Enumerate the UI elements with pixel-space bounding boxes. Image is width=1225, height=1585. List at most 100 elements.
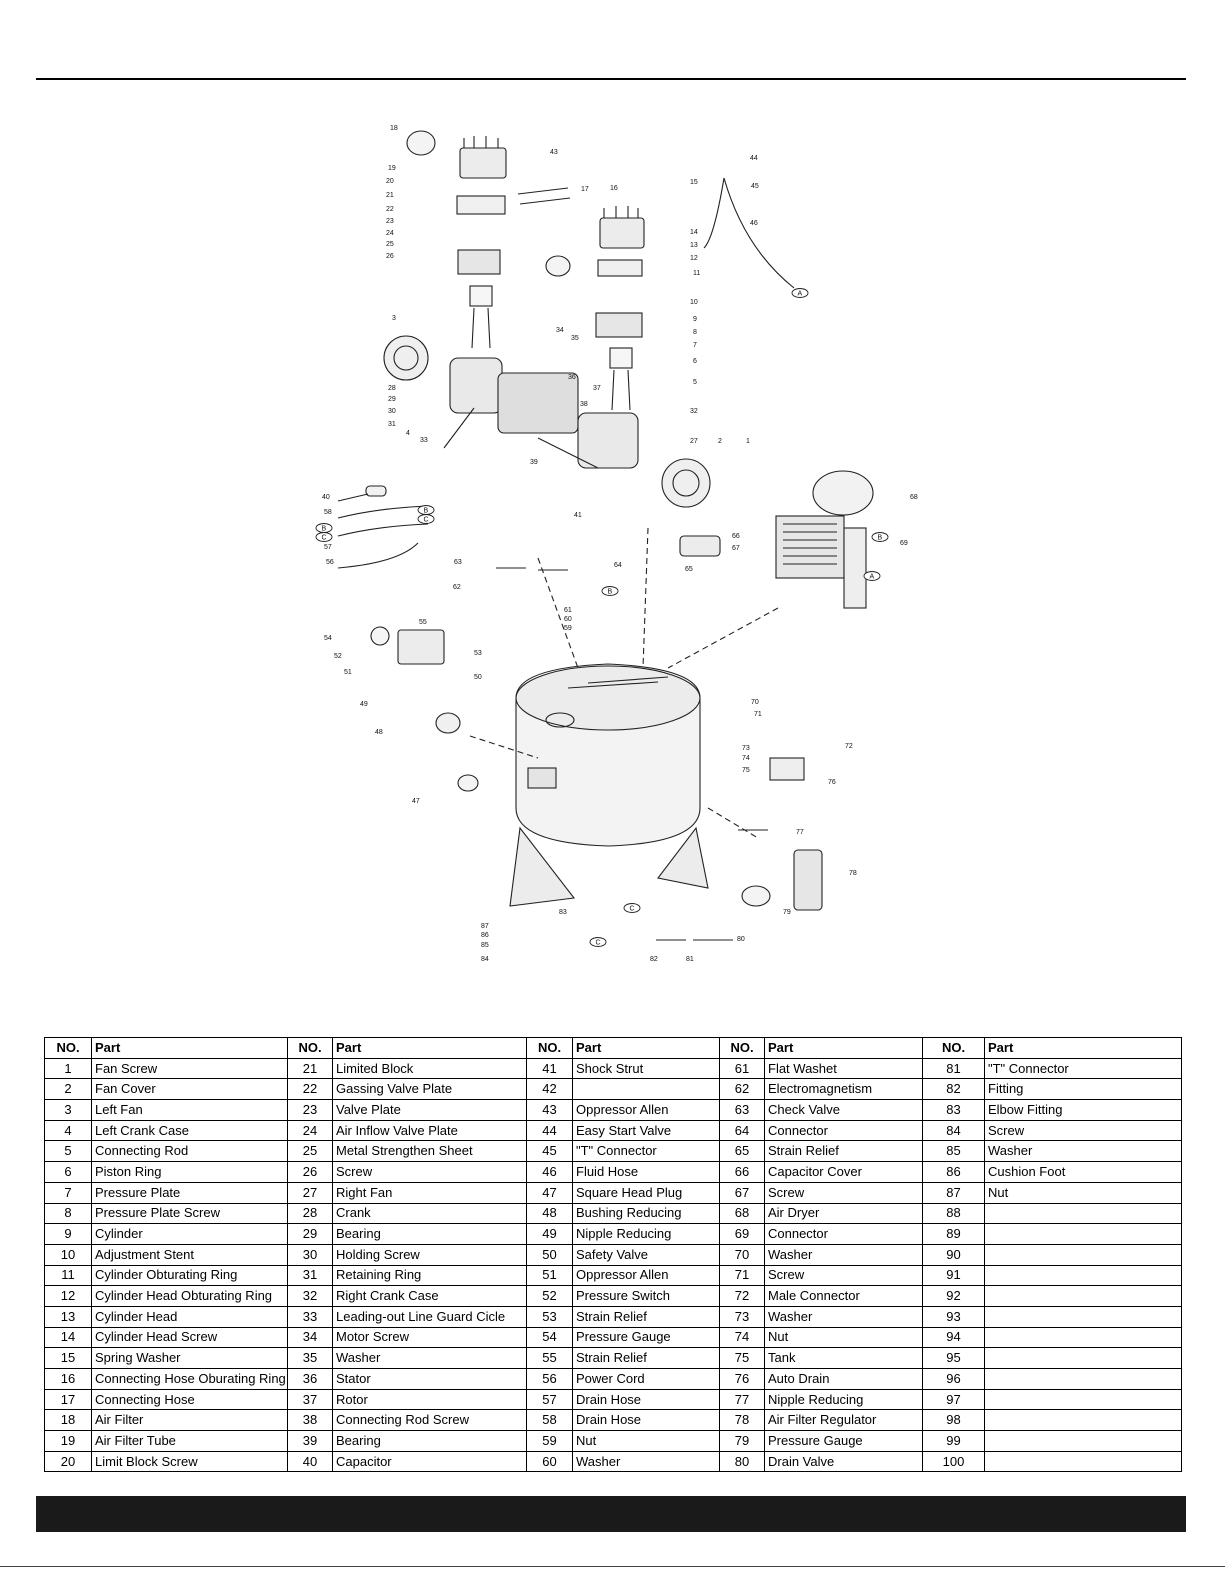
part-name-cell (984, 1202, 1182, 1225)
part-name-cell: Pressure Gauge (764, 1430, 923, 1452)
part-number-cell: 81 (922, 1057, 985, 1080)
part-name-cell: Drain Hose (572, 1409, 720, 1432)
footer-bar (36, 1496, 1186, 1532)
callout-number: 32 (690, 408, 698, 415)
part-number-cell: 95 (922, 1347, 985, 1369)
part-name-cell: Cylinder Head (91, 1305, 288, 1328)
callout-number: 70 (751, 699, 759, 706)
part-number-cell: 34 (287, 1326, 333, 1349)
callout-number: 74 (742, 755, 750, 762)
callout-number: 60 (564, 616, 572, 623)
part-number-cell: 76 (719, 1368, 765, 1390)
callout-number: 72 (845, 743, 853, 750)
part-number-cell: 43 (526, 1099, 573, 1121)
part-number-cell: 48 (526, 1202, 573, 1225)
part-name-cell: Fitting (984, 1078, 1182, 1101)
part-number-cell: 19 (44, 1430, 92, 1452)
column-header-no: NO. (922, 1037, 985, 1059)
part-number-cell: 1 (44, 1057, 92, 1080)
callout-number: 56 (326, 559, 334, 566)
part-number-cell: 85 (922, 1140, 985, 1163)
part-number-cell: 96 (922, 1368, 985, 1390)
part-name-cell: Piston Ring (91, 1161, 288, 1183)
part-number-cell: 93 (922, 1305, 985, 1328)
part-name-cell (984, 1368, 1182, 1390)
part-name-cell: Washer (764, 1243, 923, 1266)
callout-number: 67 (732, 545, 740, 552)
part-number-cell: 38 (287, 1409, 333, 1432)
part-number-cell: 91 (922, 1264, 985, 1287)
footer-rule (0, 1566, 1225, 1567)
callout-number: 8 (693, 329, 697, 336)
callout-number: 10 (690, 299, 698, 306)
callout-number: 30 (388, 408, 396, 415)
part-number-cell: 77 (719, 1388, 765, 1411)
part-number-cell: 44 (526, 1119, 573, 1142)
part-number-cell: 53 (526, 1305, 573, 1328)
part-name-cell: Connecting Hose (91, 1388, 288, 1411)
part-number-cell: 79 (719, 1430, 765, 1452)
callout-number: 29 (388, 396, 396, 403)
part-name-cell: Auto Drain (764, 1368, 923, 1390)
part-number-cell: 10 (44, 1243, 92, 1266)
part-number-cell: 46 (526, 1161, 573, 1183)
part-name-cell: Right Crank Case (332, 1285, 527, 1307)
part-number-cell: 18 (44, 1409, 92, 1432)
part-name-cell: Limited Block (332, 1057, 527, 1080)
part-name-cell: Screw (332, 1161, 527, 1183)
part-name-cell: "T" Connector (984, 1057, 1182, 1080)
part-number-cell: 14 (44, 1326, 92, 1349)
connection-bubble (589, 937, 607, 947)
part-name-cell (984, 1223, 1182, 1245)
part-name-cell: Connecting Rod (91, 1140, 288, 1163)
callout-number: 68 (910, 494, 918, 501)
part-number-cell: 21 (287, 1057, 333, 1080)
part-number-cell: 92 (922, 1285, 985, 1307)
part-name-cell: Washer (764, 1305, 923, 1328)
callout-number: 14 (690, 229, 698, 236)
part-name-cell (984, 1243, 1182, 1266)
column-header-part: Part (572, 1037, 720, 1059)
part-name-cell: Motor Screw (332, 1326, 527, 1349)
callout-number: 28 (388, 385, 396, 392)
part-name-cell: Fluid Hose (572, 1161, 720, 1183)
part-number-cell: 22 (287, 1078, 333, 1101)
callout-number: 75 (742, 767, 750, 774)
part-number-cell: 8 (44, 1202, 92, 1225)
connection-letter: A (798, 291, 803, 298)
callout-number: 1 (746, 438, 750, 445)
part-number-cell: 5 (44, 1140, 92, 1163)
part-name-cell: Strain Relief (572, 1347, 720, 1369)
part-name-cell (984, 1450, 1182, 1473)
callout-number: 55 (419, 619, 427, 626)
callout-number: 66 (732, 533, 740, 540)
connection-letter: B (322, 526, 327, 533)
callout-number: 23 (386, 218, 394, 225)
part-name-cell: Retaining Ring (332, 1264, 527, 1287)
part-name-cell: Cylinder Obturating Ring (91, 1264, 288, 1287)
part-number-cell: 84 (922, 1119, 985, 1142)
callout-number: 84 (481, 956, 489, 963)
part-number-cell: 63 (719, 1099, 765, 1121)
callout-number: 64 (614, 562, 622, 569)
part-name-cell: Spring Washer (91, 1347, 288, 1369)
callout-number: 51 (344, 669, 352, 676)
callout-number: 24 (386, 230, 394, 237)
part-name-cell: Electromagnetism (764, 1078, 923, 1101)
callout-number: 13 (690, 242, 698, 249)
part-number-cell: 31 (287, 1264, 333, 1287)
part-name-cell (984, 1285, 1182, 1307)
part-name-cell: Male Connector (764, 1285, 923, 1307)
callout-number: 48 (375, 729, 383, 736)
callout-number: 21 (386, 192, 394, 199)
part-name-cell: Connecting Hose Oburating Ring (91, 1368, 288, 1390)
part-name-cell: Cylinder (91, 1223, 288, 1245)
column-header-no: NO. (526, 1037, 573, 1059)
part-name-cell: Pressure Plate Screw (91, 1202, 288, 1225)
callout-number: 43 (550, 149, 558, 156)
connection-bubble (315, 532, 333, 542)
